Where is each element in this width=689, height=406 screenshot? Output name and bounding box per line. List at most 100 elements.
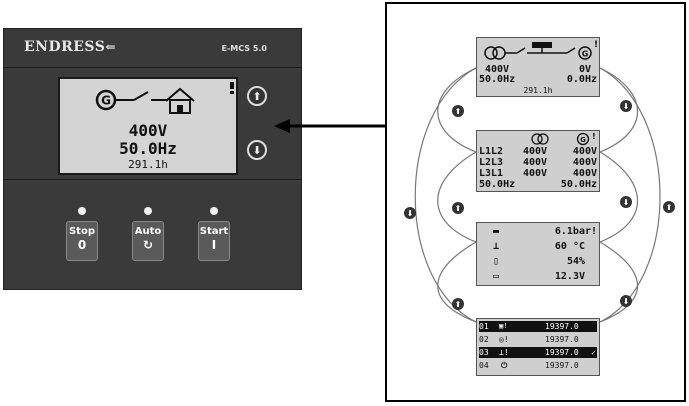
auto-label: Auto (134, 226, 162, 237)
main-display: G 400V 50.0Hz 291.1h (58, 77, 238, 175)
brand-logo: ENDRESS⇐ (24, 39, 116, 55)
svg-text:G: G (582, 50, 589, 59)
battery-icon: ▭ (493, 271, 500, 282)
phase-label: L2L3 (479, 157, 504, 168)
mains-frequency: 50.0Hz (479, 74, 516, 85)
start-label: Start (199, 226, 229, 237)
screen1-hours: 291.1h (523, 86, 553, 95)
arrow-down-icon: ⬇ (252, 143, 262, 157)
counter-row: 02 ◎! 19397.0 (479, 334, 597, 345)
ecu-icon: ▣! (499, 322, 508, 330)
gen-voltage: 0V (578, 64, 591, 75)
counter-number: 04 (479, 361, 489, 370)
screen-counters: 01 ▣! 19397.0 02 ◎! 19397.0 03 ⊥! 19397.0 ✓ 04 ⏻… (476, 318, 600, 376)
phase-row: L1L2 400V 400V (479, 147, 597, 157)
transformer-icon (531, 133, 549, 145)
mains-voltage: 400V (485, 64, 510, 75)
phase-label: L3L1 (479, 168, 504, 179)
mains-value: 50.0Hz (479, 179, 516, 190)
fuel-row: ▯ 54% (479, 257, 597, 267)
counter-row: 01 ▣! 19397.0 (479, 321, 597, 332)
gen-value: 400V (572, 157, 597, 168)
counter-value: 19397.0 (545, 361, 579, 370)
screen-engine-values: ▬ 6.1bar! ⊥ 60 °C ▯ 54% ▭ 12.3V (476, 222, 600, 286)
arrow-down-icon: ⬇ (404, 207, 416, 219)
oil-pressure-value: 6.1bar (554, 226, 591, 237)
oil-pressure-row: ▬ 6.1bar! (479, 227, 597, 237)
mains-generator-diagram: G ! (484, 40, 598, 60)
screen1-voltage-row: 400V 0V (479, 65, 597, 75)
down-button[interactable]: ⬇ (247, 140, 267, 160)
phase-row: L3L1 400V 400V (479, 169, 597, 179)
voltage-readout: 400V (128, 121, 168, 140)
fuel-value: 54% (566, 256, 585, 267)
switch-icon (133, 91, 149, 101)
arrow-up-icon: ⬆ (452, 202, 464, 214)
navigation-arrows (414, 67, 661, 323)
transformer-icon (484, 46, 506, 60)
temperature-icon: ⊥! (499, 348, 509, 357)
arrow-down-icon: ⬇ (620, 100, 632, 112)
counter-value: 19397.0 (545, 335, 579, 344)
thermometer-icon: ⊥ (493, 241, 500, 252)
arrow-up-icon: ⬆ (252, 89, 262, 103)
alarm-icon: ! (594, 40, 598, 50)
svg-text:G: G (580, 136, 586, 144)
generator-icon: G (576, 132, 590, 146)
auto-led (144, 207, 152, 215)
counter-row: 03 ⊥! 19397.0 ✓ (479, 347, 597, 358)
arrow-up-icon: ⬆ (663, 201, 675, 213)
alarm-icon (230, 82, 234, 94)
mains-value: 400V (523, 168, 548, 179)
counter-row: 04 ⏻ 19397.0 (479, 360, 597, 371)
start-led (210, 207, 218, 215)
up-button[interactable]: ⬆ (247, 86, 267, 106)
model-label: E-MCS 5.0 (221, 44, 267, 53)
frequency-readout: 50.0Hz (119, 139, 177, 158)
fuel-icon: ▯ (493, 256, 500, 267)
factory-icon (532, 42, 552, 53)
arrow-down-icon: ⬇ (620, 196, 632, 208)
brand-text: ENDRESS (24, 39, 106, 55)
stop-button[interactable]: Stop 0 (66, 221, 98, 261)
oil-can-icon: ▬ (493, 226, 500, 237)
stop-label: Stop (68, 226, 95, 237)
temperature-value: 60 °C (554, 241, 585, 252)
counter-number: 02 (479, 335, 489, 344)
arrow-up-icon: ⬆ (452, 105, 464, 117)
arrow-up-icon: ⬆ (452, 298, 464, 310)
stop-symbol: 0 (77, 238, 87, 252)
phase-label: L1L2 (479, 146, 504, 157)
generator-icon: G (578, 46, 592, 60)
mains-value: 400V (523, 146, 548, 157)
counter-value: 19397.0 (545, 322, 579, 331)
battery-row: ▭ 12.3V (479, 272, 597, 282)
battery-value: 12.3V (554, 271, 585, 282)
counter-value: 19397.0 (545, 348, 579, 357)
header-divider (4, 67, 301, 68)
frequency-row: 50.0Hz 50.0Hz (479, 180, 597, 190)
alarm-icon: ! (592, 132, 596, 141)
counter-number: 01 (479, 322, 489, 331)
gen-frequency: 0.0Hz (566, 74, 597, 85)
controller-panel: ENDRESS⇐ E-MCS 5.0 G 400V 50.0Hz 291.1h (3, 28, 302, 290)
house-icon (165, 87, 195, 114)
generator-to-house-diagram: G (95, 82, 234, 114)
switch-icon (566, 47, 576, 54)
switch-icon (516, 47, 526, 54)
hours-readout: 291.1h (128, 158, 168, 171)
start-symbol: I (211, 238, 217, 252)
gen-value: 400V (572, 168, 597, 179)
counter-number: 03 (479, 348, 489, 357)
alarm-icon: ! (590, 226, 597, 237)
generator-icon: G (95, 89, 117, 111)
pointer-arrow-icon (274, 119, 386, 133)
power-icon: ⏻ (501, 361, 508, 370)
gen-value: 50.0Hz (560, 179, 597, 190)
check-icon: ✓ (591, 348, 596, 357)
auto-button[interactable]: Auto ↻ (132, 221, 164, 261)
gen-value: 400V (572, 146, 597, 157)
transformer-icon: ◎! (499, 335, 509, 344)
start-button[interactable]: Start I (198, 221, 230, 261)
